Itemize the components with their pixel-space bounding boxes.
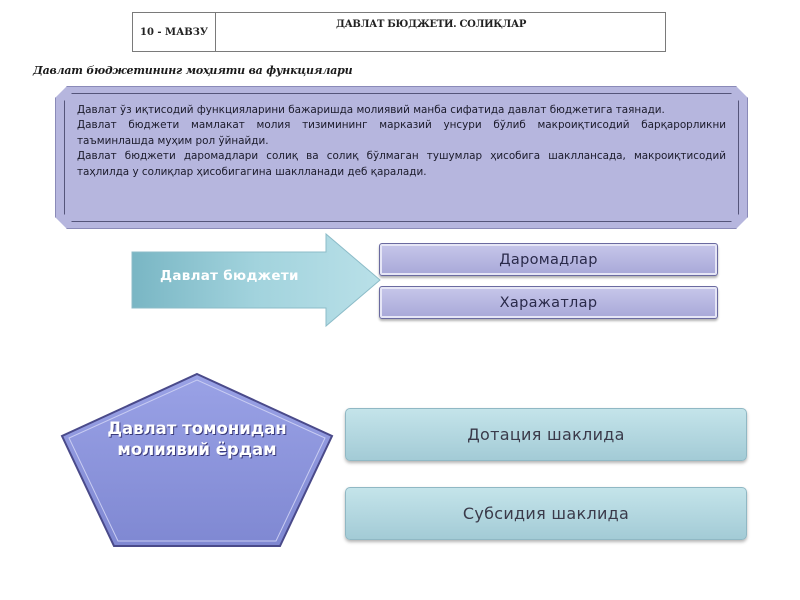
lesson-header-table: 10 - МАВЗУ ДАВЛАТ БЮДЖЕТИ. СОЛИҚЛАР [132, 12, 666, 52]
expenses-box: Харажатлар [379, 286, 718, 319]
budget-arrow: Давлат бюджети [130, 232, 382, 328]
info-paragraph: Давлат бюджети мамлакат молия тизимининг… [77, 119, 726, 147]
subsidy-grant-box: Дотация шаклида [345, 408, 747, 461]
pentagon-shape [60, 372, 334, 547]
lesson-number-label: 10 - МАВЗУ [133, 13, 216, 51]
income-box: Даромадлар [379, 243, 718, 276]
info-paragraph: Давлат бюджети даромадлари солиқ ва соли… [77, 150, 726, 178]
info-box-content: Давлат ўз иқтисодий функцияларини бажари… [64, 93, 739, 222]
section-subtitle: Давлат бюджетининг моҳияти ва функциялар… [33, 64, 353, 77]
subsidy-box: Субсидия шаклида [345, 487, 747, 540]
financial-aid-label: Давлат томонидан молиявий ёрдам [107, 419, 287, 459]
financial-aid-pentagon: Давлат томонидан молиявий ёрдам [58, 370, 336, 550]
lesson-title: ДАВЛАТ БЮДЖЕТИ. СОЛИҚЛАР [336, 19, 527, 30]
info-paragraph: Давлат ўз иқтисодий функцияларини бажари… [77, 104, 665, 116]
budget-arrow-label: Давлат бюджети [160, 268, 299, 284]
arrow-shape [131, 232, 381, 328]
info-box: Давлат ўз иқтисодий функцияларини бажари… [55, 86, 748, 229]
